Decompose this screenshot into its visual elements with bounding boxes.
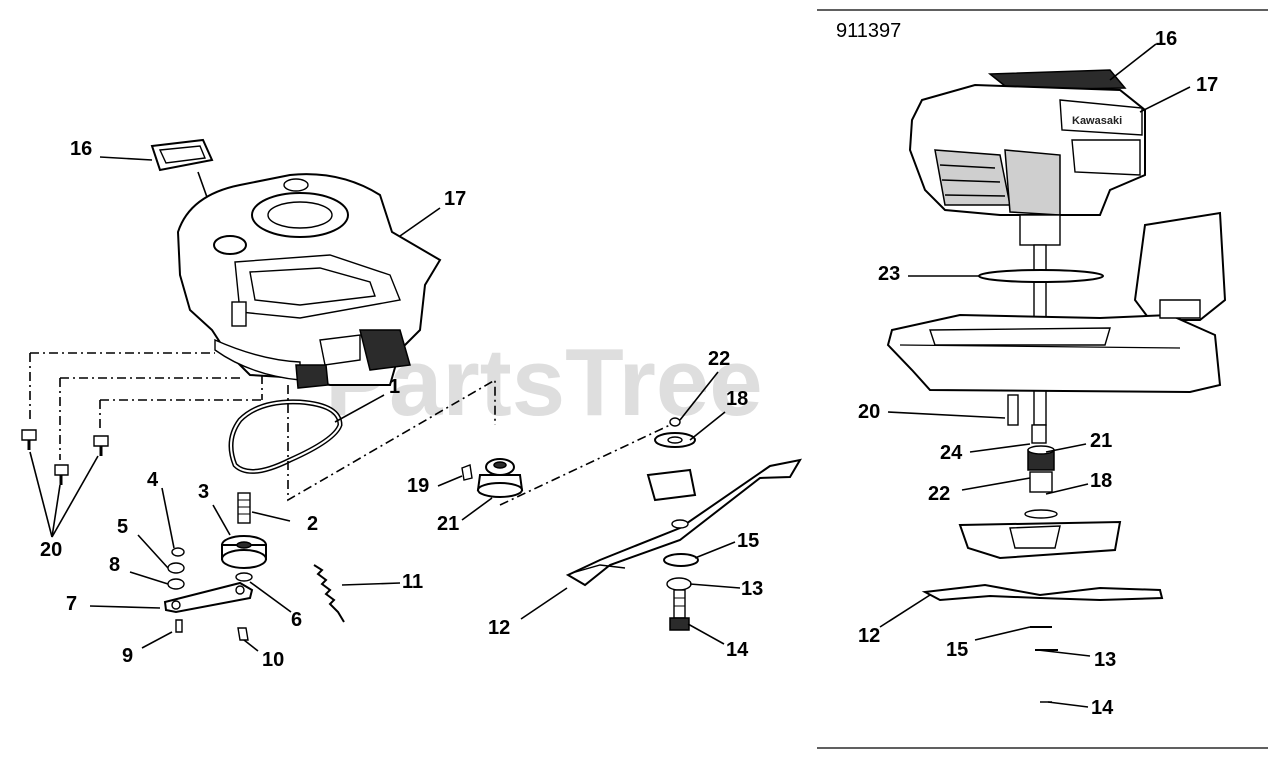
right-crankshaft bbox=[1019, 214, 1061, 246]
mower-blade bbox=[565, 458, 802, 587]
callout-l-18: 18 bbox=[726, 388, 748, 410]
callout-l-10: 10 bbox=[262, 649, 284, 671]
callout-l-12: 12 bbox=[488, 617, 510, 639]
callout-r-14: 14 bbox=[1091, 697, 1114, 719]
callout-l-6: 6 bbox=[291, 609, 302, 631]
right-leader-lines bbox=[879, 43, 1191, 708]
callout-l-16: 16 bbox=[70, 138, 92, 160]
callout-r-15: 15 bbox=[946, 639, 968, 661]
callout-l-13: 13 bbox=[741, 578, 763, 600]
right-spindle-stack bbox=[921, 394, 1164, 703]
callout-r-22: 22 bbox=[928, 483, 950, 505]
engine-brand-label: Kawasaki bbox=[1072, 115, 1122, 127]
callout-l-4: 4 bbox=[147, 469, 159, 491]
right-pulley bbox=[978, 269, 1104, 283]
callout-l-7: 7 bbox=[66, 593, 77, 615]
blade-left bbox=[565, 417, 802, 631]
callout-r-13: 13 bbox=[1094, 649, 1116, 671]
right-blade bbox=[921, 583, 1164, 602]
callout-l-11: 11 bbox=[402, 571, 423, 593]
engine-bolts bbox=[21, 429, 109, 485]
callout-l-19: 19 bbox=[407, 475, 429, 497]
oil-fill-cap bbox=[283, 178, 309, 192]
left-leader-lines bbox=[29, 156, 741, 652]
pulley-assembly bbox=[221, 492, 267, 582]
right-callouts: 16 17 23 20 21 24 22 18 12 15 13 14 bbox=[858, 28, 1218, 719]
callout-l-5: 5 bbox=[117, 516, 128, 538]
callout-r-21: 21 bbox=[1090, 430, 1112, 452]
idler-arm bbox=[163, 581, 254, 614]
callout-l-1: 1 bbox=[389, 376, 400, 398]
callout-r-20: 20 bbox=[858, 401, 880, 423]
spring bbox=[313, 564, 345, 623]
carburetor bbox=[359, 329, 411, 371]
callout-r-16: 16 bbox=[1155, 28, 1177, 50]
blade-stiffener bbox=[646, 468, 697, 502]
callout-l-17: 17 bbox=[444, 188, 466, 210]
callout-r-17: 17 bbox=[1196, 74, 1218, 96]
engine-assembly-left bbox=[150, 138, 442, 389]
callout-l-20: 20 bbox=[40, 539, 62, 561]
callout-l-15: 15 bbox=[737, 530, 759, 552]
left-callouts: 16 17 1 22 18 19 21 2 3 4 5 8 7 6 9 10 1… bbox=[40, 138, 763, 671]
callout-l-3: 3 bbox=[198, 481, 209, 503]
callout-l-8: 8 bbox=[109, 554, 120, 576]
right-deck bbox=[886, 211, 1227, 394]
callout-l-9: 9 bbox=[122, 645, 133, 667]
callout-r-12: 12 bbox=[858, 625, 880, 647]
reference-number: 911397 bbox=[836, 20, 901, 42]
callout-r-18: 18 bbox=[1090, 470, 1112, 492]
callout-l-21: 21 bbox=[437, 513, 459, 535]
drive-belt bbox=[228, 399, 343, 474]
callout-l-2: 2 bbox=[307, 513, 318, 535]
right-panel: 911397 bbox=[817, 9, 1268, 749]
right-engine-label-panel bbox=[1059, 99, 1143, 136]
callout-l-22: 22 bbox=[708, 348, 730, 370]
callout-r-23: 23 bbox=[878, 263, 900, 285]
callout-l-14: 14 bbox=[726, 639, 749, 661]
fuel-cap bbox=[213, 235, 247, 255]
callout-r-24: 24 bbox=[940, 442, 963, 464]
right-engine-top bbox=[987, 69, 1127, 91]
blade-adapter-left bbox=[461, 458, 524, 498]
